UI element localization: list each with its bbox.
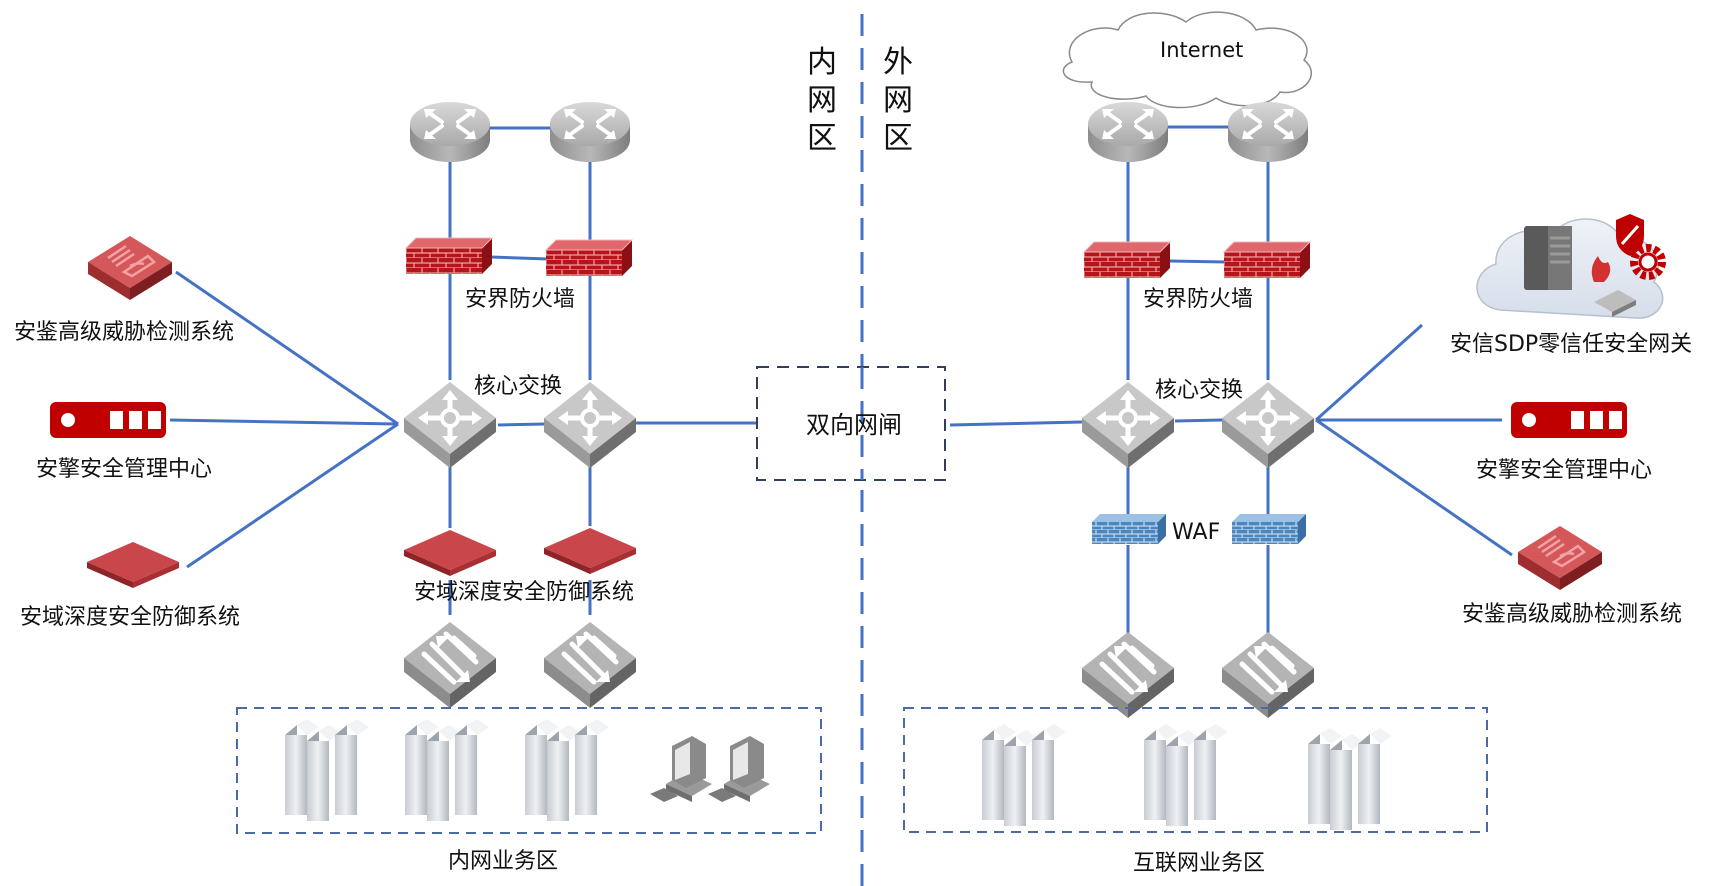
- internet-cloud[interactable]: Internet: [1062, 11, 1312, 109]
- inner-zone-char: 区: [807, 121, 837, 156]
- inner-management-center[interactable]: [50, 402, 166, 438]
- outer-firewall-label: 安界防火墙: [1143, 287, 1253, 312]
- inner-zone-label: 内 网 区: [807, 45, 837, 156]
- outer-management-center[interactable]: [1511, 402, 1627, 438]
- outer-zone-label: 外 网 区: [883, 45, 913, 156]
- internet-business-label: 互联网业务区: [1133, 851, 1265, 876]
- inner-zone-char: 内: [807, 45, 837, 80]
- outer-threat-detection-label: 安鉴高级威胁检测系统: [1462, 602, 1682, 627]
- inner-server-group-3[interactable]: [525, 719, 609, 821]
- bidirectional-gateway[interactable]: 双向网闸: [756, 366, 946, 481]
- outer-access-switch-2[interactable]: [1222, 632, 1314, 718]
- management-center-icon: [1511, 402, 1627, 438]
- outer-firewall-1[interactable]: [1083, 241, 1171, 279]
- inner-router-2[interactable]: [548, 100, 632, 164]
- gateway-label: 双向网闸: [806, 411, 902, 439]
- outer-router-2[interactable]: [1226, 100, 1310, 164]
- outer-waf-label: WAF: [1172, 520, 1220, 545]
- inner-zone-char: 网: [807, 83, 837, 118]
- internet-label: Internet: [1160, 38, 1243, 62]
- inner-threat-detection-label: 安鉴高级威胁检测系统: [14, 320, 234, 345]
- inner-router-1[interactable]: [408, 100, 492, 164]
- outer-access-switch-1[interactable]: [1082, 632, 1174, 718]
- outer-waf-1[interactable]: [1092, 514, 1166, 544]
- inner-deep-defense[interactable]: [87, 542, 179, 588]
- inner-firewall-1[interactable]: [405, 237, 493, 275]
- outer-links: [949, 125, 1513, 640]
- inner-access-switch-2[interactable]: [544, 622, 636, 708]
- inner-core-label: 核心交换: [474, 374, 562, 399]
- outer-management-center-label: 安擎安全管理中心: [1476, 458, 1652, 483]
- inner-defense-label: 安域深度安全防御系统: [414, 580, 634, 605]
- outer-sdp-gateway-label: 安信SDP零信任安全网关: [1450, 332, 1692, 357]
- inner-deep-defense-label: 安域深度安全防御系统: [20, 605, 240, 630]
- threat-detection-icon: [1516, 524, 1604, 592]
- outer-sdp-gateway[interactable]: [1476, 214, 1666, 319]
- management-center-icon: [50, 402, 166, 438]
- outer-zone-char: 网: [883, 83, 913, 118]
- inner-firewall-2[interactable]: [545, 239, 633, 277]
- threat-detection-icon: [86, 234, 174, 302]
- outer-server-group-1[interactable]: [982, 724, 1066, 826]
- outer-zone-char: 区: [883, 121, 913, 156]
- outer-core-label: 核心交换: [1155, 378, 1243, 403]
- internet-business-zone: [903, 707, 1488, 833]
- inner-workstation-1[interactable]: [650, 736, 712, 802]
- inner-defense-appliance-1[interactable]: [404, 530, 496, 576]
- outer-server-group-3[interactable]: [1308, 728, 1392, 830]
- outer-router-1[interactable]: [1086, 100, 1170, 164]
- inner-management-center-label: 安擎安全管理中心: [36, 457, 212, 482]
- inner-workstation-2[interactable]: [708, 736, 770, 802]
- inner-threat-detection[interactable]: [86, 234, 174, 302]
- outer-zone-char: 外: [883, 45, 913, 80]
- inner-server-group-2[interactable]: [405, 719, 489, 821]
- inner-defense-appliance-2[interactable]: [544, 528, 636, 574]
- inner-firewall-label: 安界防火墙: [465, 287, 575, 312]
- outer-threat-detection[interactable]: [1516, 524, 1604, 592]
- inner-server-group-1[interactable]: [285, 719, 369, 821]
- inner-business-label: 内网业务区: [448, 849, 558, 874]
- sdp-gateway-icon: [1476, 214, 1666, 319]
- outer-server-group-2[interactable]: [1144, 724, 1228, 826]
- inner-business-zone: [236, 707, 822, 834]
- outer-firewall-2[interactable]: [1223, 241, 1311, 279]
- inner-access-switch-1[interactable]: [404, 622, 496, 708]
- outer-waf-2[interactable]: [1232, 514, 1306, 544]
- defense-appliance-icon: [87, 542, 179, 588]
